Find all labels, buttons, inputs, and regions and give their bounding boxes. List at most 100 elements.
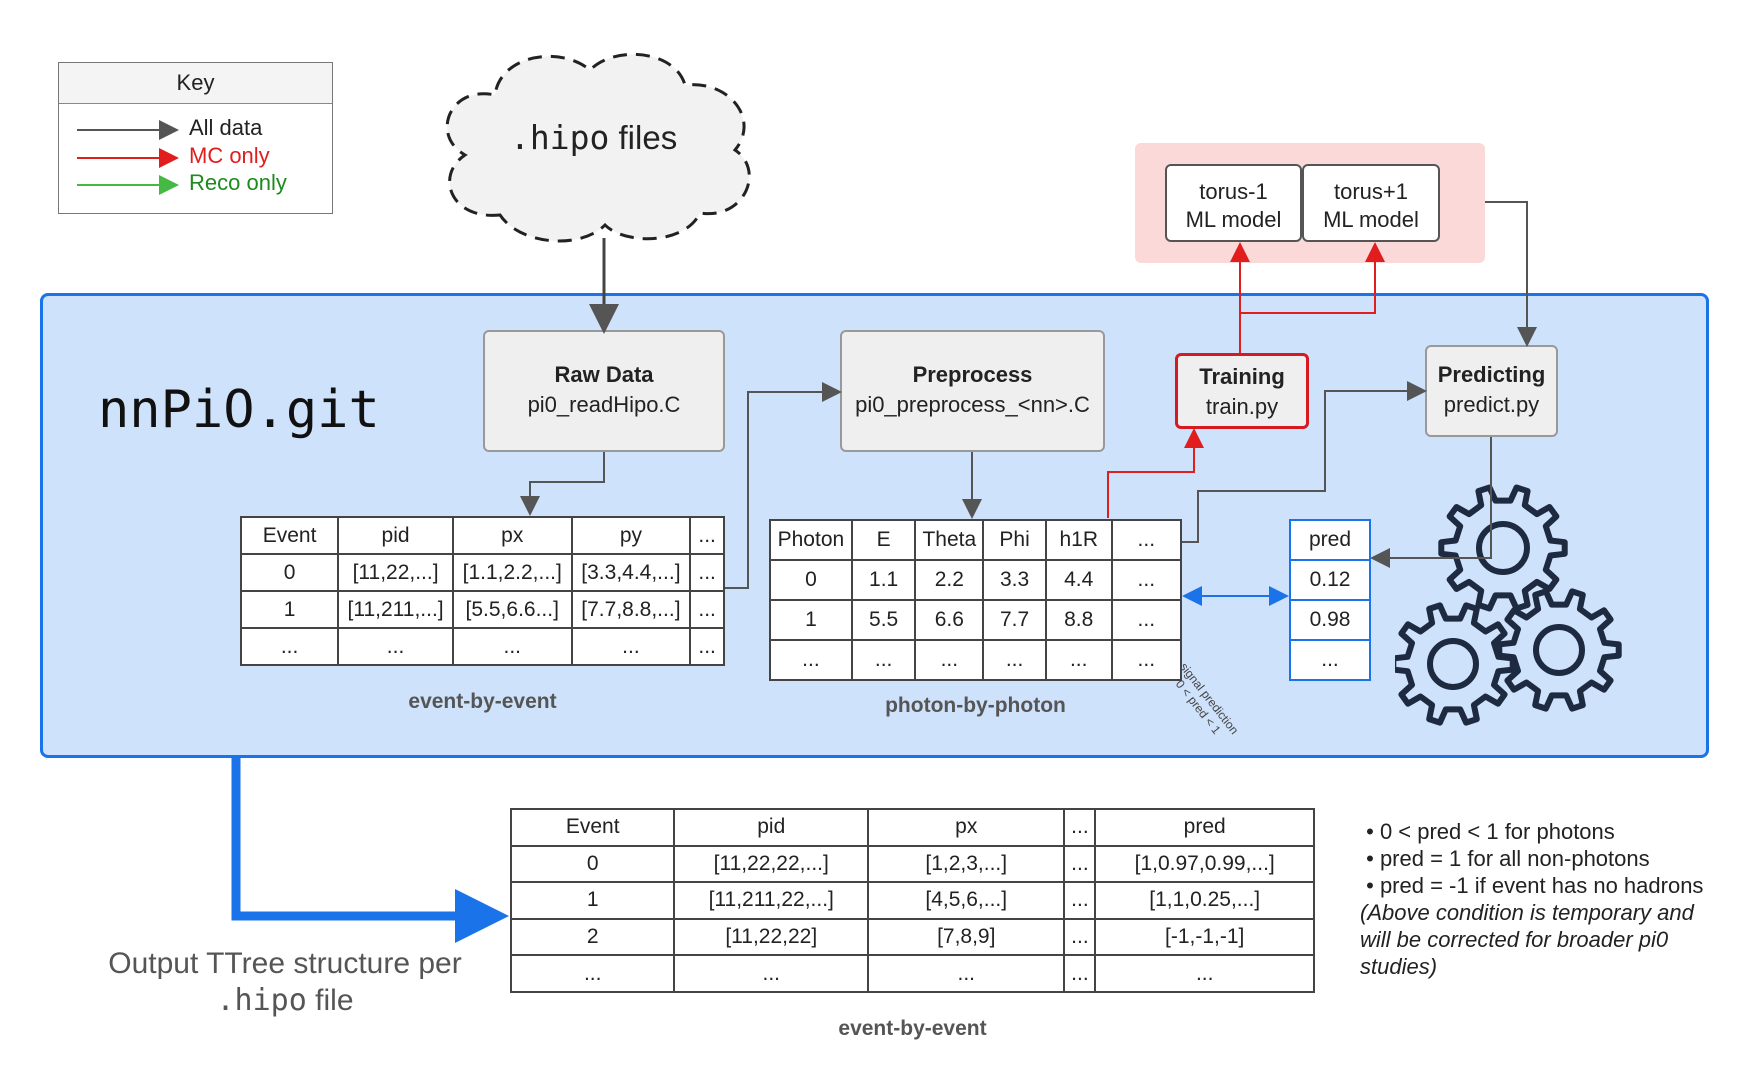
- table-cell: ...: [451, 627, 573, 666]
- pid-col-header: pid: [337, 516, 454, 555]
- table-cell: [3.3,4.4,...]: [570, 553, 692, 592]
- note-bullet-text: pred = 1 for all non-photons: [1379, 846, 1650, 871]
- training-title: Training: [1199, 364, 1285, 389]
- px-col-header: px: [867, 808, 1066, 847]
- table-cell: ...: [673, 954, 870, 993]
- photon-table: Photon E Theta Phi h1R ... 0 1.1 2.2 3.3…: [769, 519, 1183, 681]
- repo-title: nnPiO.git: [98, 380, 380, 440]
- pred-table: pred 0.12 0.98 ...: [1289, 519, 1371, 681]
- table-row: 2 [11,22,22] [7,8,9] ... [-1,-1,-1]: [509, 917, 1315, 957]
- notes-panel: • 0 < pred < 1 for photons • pred = 1 fo…: [1360, 818, 1703, 980]
- key-reco-only: Reco only: [189, 170, 287, 195]
- h1r-col-header: h1R: [1044, 519, 1113, 561]
- table-row: 0.98: [1289, 599, 1371, 641]
- gears-illustration: [1395, 484, 1622, 726]
- table-cell: ...: [1110, 599, 1183, 641]
- key-legend: Key All data MC only Reco only: [58, 62, 333, 214]
- note-bullet: • pred = -1 if event has no hadrons: [1360, 873, 1704, 898]
- preprocess-box[interactable]: Preprocess pi0_preprocess_<nn>.C: [840, 330, 1105, 452]
- model-torus-minus[interactable]: torus-1 ML model: [1165, 164, 1302, 242]
- table-cell: 3.3: [982, 559, 1047, 601]
- arrow-repo-to-output: [231, 758, 509, 943]
- model-torus-plus-line1: torus+1: [1334, 179, 1408, 204]
- table-cell: [11,211,22,...]: [673, 881, 870, 920]
- table-cell: 1: [239, 590, 340, 629]
- table-cell: ...: [1094, 954, 1315, 993]
- output-caption-mono: .hipo: [216, 983, 307, 1018]
- raw-data-title: Raw Data: [554, 362, 654, 387]
- gear-hole-icon: [1427, 638, 1479, 690]
- table-row: 0.12: [1289, 559, 1371, 601]
- photon-table-caption: photon-by-photon: [885, 694, 1066, 717]
- gear-hole-icon: [1533, 624, 1585, 676]
- table-cell: [7,8,9]: [867, 917, 1066, 957]
- event-col-header: Event: [239, 516, 340, 555]
- table-cell: 0: [509, 844, 676, 884]
- gear-hole-icon: [1476, 521, 1530, 575]
- table-row: ... ... ... ... ... ...: [769, 639, 1183, 681]
- raw-data-box[interactable]: Raw Data pi0_readHipo.C: [483, 330, 725, 452]
- note-bullet: • pred = 1 for all non-photons: [1360, 846, 1650, 871]
- theta-col-header: Theta: [914, 519, 985, 561]
- e-col-header: E: [850, 519, 917, 561]
- table-cell: 2: [509, 917, 676, 957]
- gear-icon: [1395, 602, 1516, 726]
- note-italic-line: (Above condition is temporary and: [1360, 900, 1694, 925]
- output-caption: Output TTree structure per .hipo file: [95, 945, 475, 1019]
- table-header-row: pred: [1289, 519, 1371, 561]
- table-cell: ...: [1110, 559, 1183, 601]
- note-italic-line: will be corrected for broader pi0: [1360, 927, 1669, 952]
- table-header-row: Photon E Theta Phi h1R ...: [769, 519, 1183, 561]
- phi-col-header: Phi: [982, 519, 1047, 561]
- table-cell: ...: [1289, 639, 1371, 681]
- pred-col-header: pred: [1094, 808, 1315, 847]
- table-cell: 5.5: [850, 599, 917, 641]
- model-torus-minus-line2: ML model: [1185, 207, 1282, 232]
- predicting-title: Predicting: [1437, 362, 1546, 387]
- note-italic-line: studies): [1360, 954, 1438, 979]
- table-cell: 1: [769, 599, 853, 641]
- table-cell: [4,5,6,...]: [867, 881, 1066, 920]
- py-col-header: py: [570, 516, 692, 555]
- table-cell: ...: [1063, 917, 1097, 957]
- key-arrows: [77, 120, 179, 195]
- event-table: Event pid px py ... 0 [11,22,...] [1.1,2…: [239, 516, 725, 666]
- table-cell: ...: [850, 639, 917, 681]
- output-caption-line1: Output TTree structure per: [108, 947, 462, 980]
- table-row: 0 [11,22,...] [1.1,2.2,...] [3.3,4.4,...…: [239, 553, 725, 592]
- output-table-caption: event-by-event: [838, 1017, 987, 1040]
- cloud-label: .hipo files: [510, 118, 677, 157]
- model-torus-plus[interactable]: torus+1 ML model: [1302, 164, 1440, 242]
- table-row: 0 1.1 2.2 3.3 4.4 ...: [769, 559, 1183, 601]
- table-cell: ...: [337, 627, 454, 666]
- more-col-header: ...: [1110, 519, 1183, 561]
- table-cell: [1,2,3,...]: [867, 844, 1066, 884]
- table-row: ... ... ... ... ...: [509, 954, 1315, 993]
- note-bullet-text: pred = -1 if event has no hadrons: [1379, 873, 1704, 898]
- pred-col-header: pred: [1289, 519, 1371, 561]
- key-all-data: All data: [189, 115, 263, 140]
- training-box[interactable]: Training train.py: [1175, 353, 1309, 429]
- hipo-cloud: [445, 52, 751, 243]
- predicting-box[interactable]: Predicting predict.py: [1425, 345, 1558, 437]
- table-cell: ...: [689, 627, 725, 666]
- predicting-script: predict.py: [1443, 392, 1540, 417]
- table-cell: 7.7: [982, 599, 1047, 641]
- table-row: ... ... ... ... ...: [239, 627, 725, 666]
- event-table-caption: event-by-event: [408, 690, 557, 713]
- table-cell: [1,1,0.25,...]: [1094, 881, 1315, 920]
- table-cell: ...: [1063, 844, 1097, 884]
- table-cell: [7.7,8.8,...]: [570, 590, 692, 629]
- table-cell: [11,22,22,...]: [673, 844, 870, 884]
- cloud-label-text: files: [609, 119, 678, 156]
- px-col-header: px: [451, 516, 573, 555]
- table-cell: ...: [239, 627, 340, 666]
- model-torus-minus-line1: torus-1: [1199, 179, 1268, 204]
- more-col-header: ...: [689, 516, 725, 555]
- training-script: train.py: [1205, 394, 1279, 419]
- preprocess-script: pi0_preprocess_<nn>.C: [855, 392, 1090, 417]
- output-caption-rest: file: [306, 984, 354, 1017]
- event-col-header: Event: [509, 808, 676, 847]
- model-torus-plus-line2: ML model: [1323, 207, 1419, 232]
- table-cell: ...: [867, 954, 1066, 993]
